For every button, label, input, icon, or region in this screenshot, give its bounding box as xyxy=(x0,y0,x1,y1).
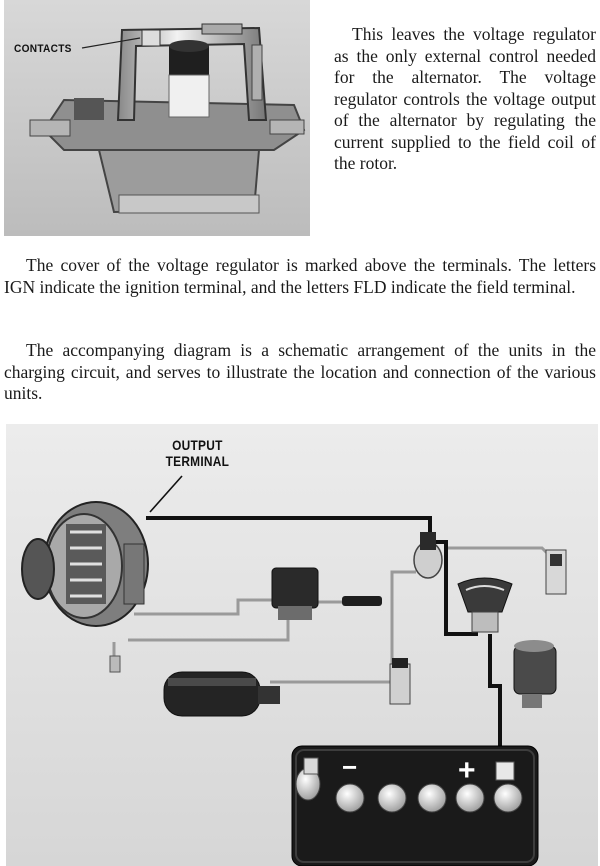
contacts-callout-label: CONTACTS xyxy=(14,43,72,55)
alternator xyxy=(21,501,149,673)
cover-paragraph: The cover of the voltage regulator is ma… xyxy=(4,255,596,297)
output-callout-line2: TERMINAL xyxy=(165,453,230,469)
battery-plus-sign: + xyxy=(458,754,476,787)
intro-paragraph: This leaves the voltage regulator as the… xyxy=(334,24,596,173)
charging-circuit-photo: − + xyxy=(6,424,598,866)
output-terminal-callout: OUTPUT TERMINAL xyxy=(166,437,230,469)
battery: − + xyxy=(291,745,539,866)
voltage-regulator-photo xyxy=(4,0,310,236)
ammeter-gauge xyxy=(457,577,513,633)
diagram-paragraph: The accompanying diagram is a schematic … xyxy=(4,340,596,403)
ignition-coil xyxy=(163,671,280,717)
charging-circuit-illustration: − + xyxy=(6,424,598,866)
regulator-unit xyxy=(271,567,319,620)
voltage-regulator-illustration xyxy=(4,0,310,236)
output-callout-line1: OUTPUT xyxy=(172,437,223,453)
battery-minus-sign: − xyxy=(342,752,357,782)
starter-solenoid xyxy=(513,640,557,708)
ignition-switch xyxy=(413,532,443,579)
